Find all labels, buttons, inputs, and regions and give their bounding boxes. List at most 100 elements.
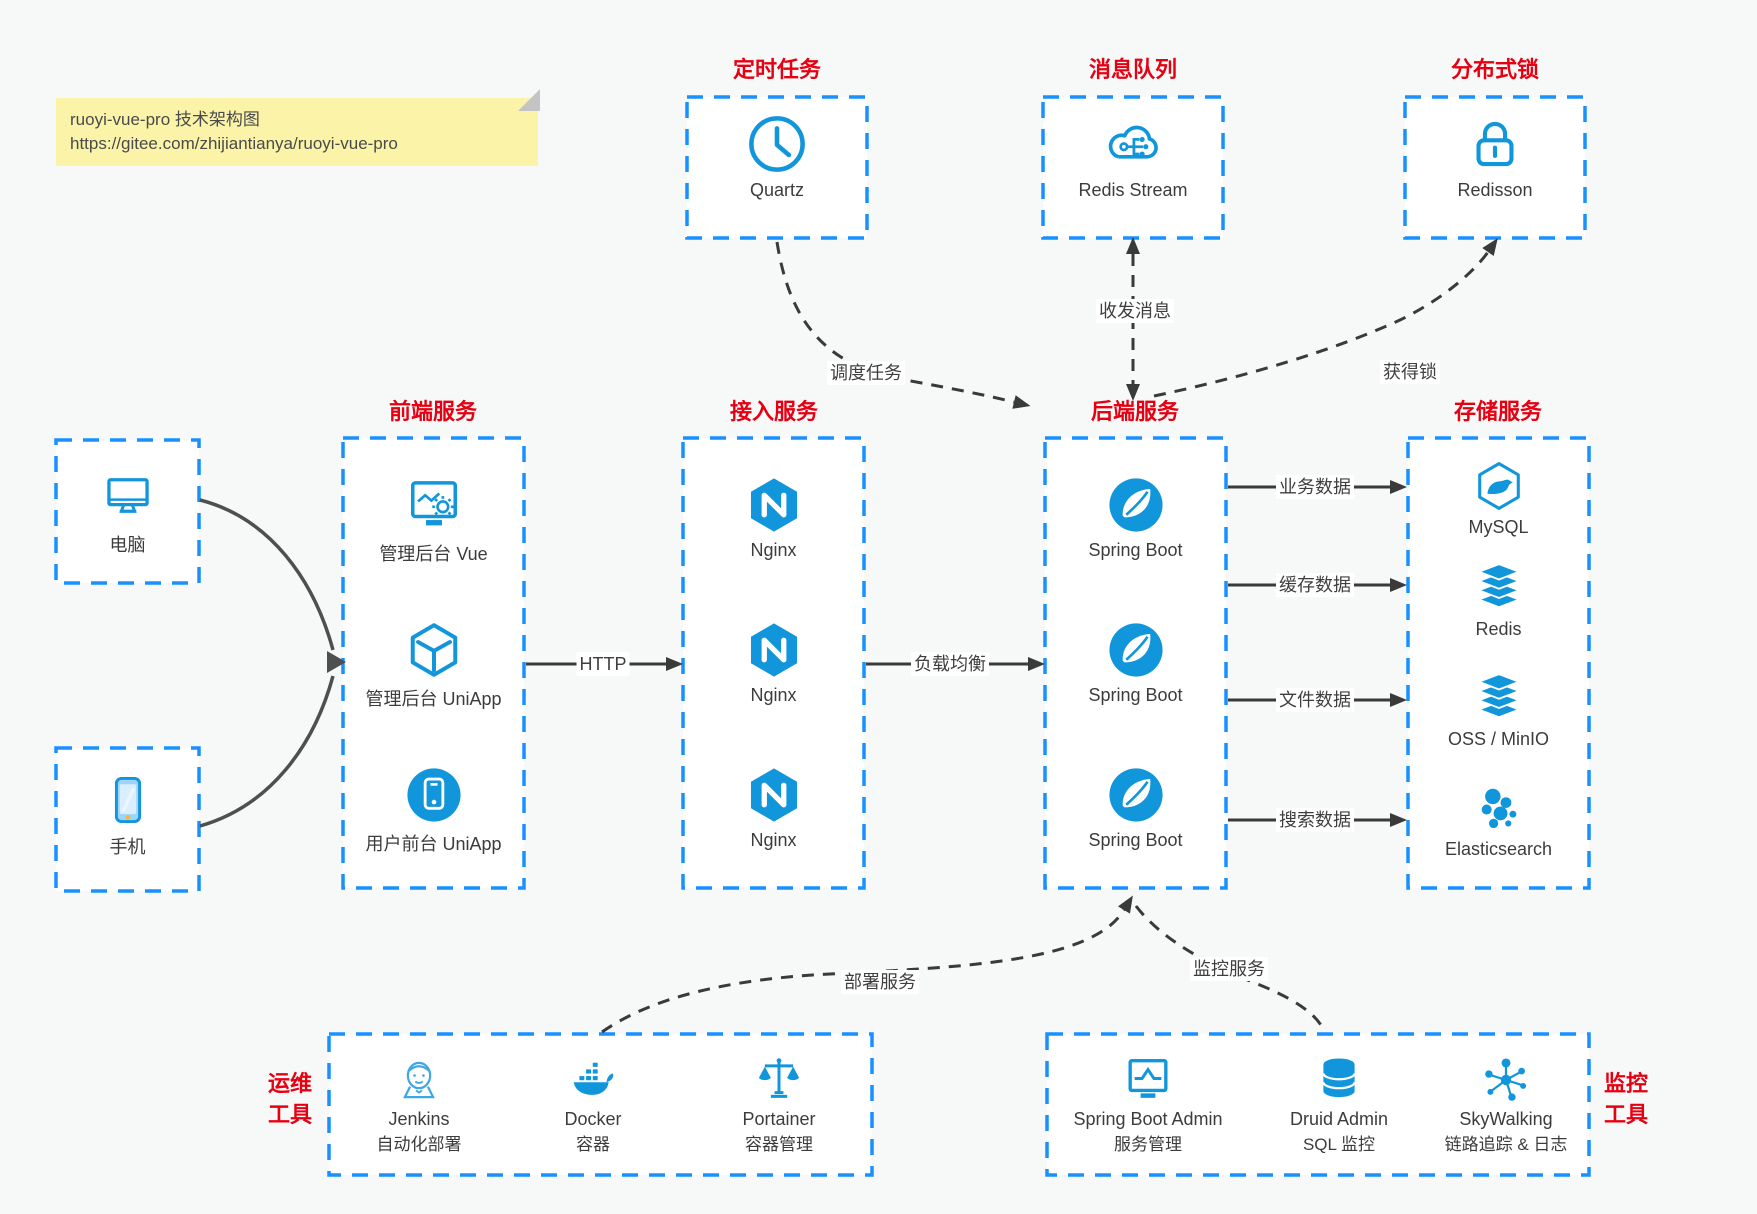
redis-node: Redis (1408, 561, 1589, 640)
spring-boot-node: Spring Boot (1045, 474, 1226, 561)
title-distributed-lock: 分布式锁 (1450, 57, 1540, 82)
pc-client-node: 电脑 (56, 469, 199, 557)
jenkins-icon (403, 1061, 435, 1099)
title-backend-service: 后端服务 (1090, 399, 1180, 424)
node-label: Spring Boot (1088, 540, 1183, 560)
quartz-node: Quartz (687, 112, 867, 201)
clock-icon (749, 116, 805, 172)
layer-stack-icon (1477, 673, 1520, 719)
node-label: Spring Boot (1088, 830, 1183, 850)
node-label: Nginx (750, 685, 797, 705)
mobile-circle-icon (406, 768, 461, 822)
edge-label-search-data: 搜索数据 (1276, 808, 1354, 832)
mysql-node: MySQL (1408, 459, 1589, 538)
redisson-node: Redisson (1405, 112, 1585, 201)
edge-label-deploy: 部署服务 (841, 970, 919, 994)
node-label: 管理后台 Vue (379, 544, 488, 564)
acquire-lock-arrow (1153, 238, 1498, 398)
cube-icon (410, 623, 457, 677)
redis-stream-node: Redis Stream (1043, 112, 1223, 201)
node-label: Redis (1475, 619, 1522, 639)
node-label: MySQL (1468, 517, 1529, 537)
scales-icon (758, 1058, 800, 1098)
spring-boot-node: Spring Boot (1045, 619, 1226, 706)
schedule-task-arrow (775, 241, 1031, 409)
layer-stack-icon (1477, 563, 1520, 609)
node-label: Elasticsearch (1444, 839, 1553, 859)
edge-label-cache-data: 缓存数据 (1276, 573, 1354, 597)
desktop-icon (106, 478, 149, 513)
nginx-icon (750, 623, 797, 677)
tool-sub: 容器 (576, 1135, 610, 1154)
deploy-service-arrow (601, 895, 1133, 1034)
tool-name: Docker (564, 1109, 622, 1129)
admin-chart-icon (1128, 1059, 1168, 1098)
spring-boot-node: Spring Boot (1045, 764, 1226, 851)
nginx-icon (750, 478, 797, 532)
tool-name: Spring Boot Admin (1073, 1109, 1223, 1129)
user-uniapp-node: 用户前台 UniApp (343, 764, 524, 856)
tool-sub: 自动化部署 (376, 1135, 462, 1154)
edge-label-file-data: 文件数据 (1276, 688, 1354, 712)
phone-client-node: 手机 (56, 771, 199, 859)
message-queue-box (1041, 95, 1225, 240)
monitor-tools-side-label: 监控 工具 (1604, 1071, 1649, 1127)
docker-node: Docker 容器 (498, 1054, 688, 1155)
ops-tools-side-label: 运维 工具 (267, 1071, 312, 1127)
edge-label-load-balance: 负载均衡 (911, 652, 989, 676)
tool-sub: 链路追踪 & 日志 (1444, 1135, 1568, 1154)
monitor-tools-box (1045, 1032, 1591, 1177)
note-title: ruoyi-vue-pro 技术架构图 (70, 110, 260, 129)
edge-label-schedule: 调度任务 (827, 361, 905, 385)
portainer-node: Portainer 容器管理 (684, 1054, 874, 1155)
admin-uniapp-node: 管理后台 UniApp (343, 619, 524, 711)
node-label: Redisson (1457, 180, 1533, 200)
edge-label-business-data: 业务数据 (1276, 475, 1354, 499)
jenkins-node: Jenkins 自动化部署 (324, 1054, 514, 1155)
sticky-note: ruoyi-vue-pro 技术架构图 https://gitee.com/zh… (56, 89, 540, 166)
node-label: 用户前台 UniApp (365, 834, 502, 854)
node-graph-icon (1485, 1058, 1527, 1101)
node-label: 管理后台 UniApp (365, 689, 502, 709)
tool-name: SkyWalking (1459, 1109, 1553, 1129)
mysql-icon (1477, 462, 1520, 510)
database-icon (1322, 1058, 1356, 1098)
edge-label-monitor: 监控服务 (1190, 957, 1268, 981)
client-arrows (199, 498, 335, 828)
druid-admin-node: Druid Admin SQL 监控 (1244, 1054, 1434, 1155)
oss-minio-node: OSS / MinIO (1408, 671, 1589, 750)
tool-name: Jenkins (388, 1109, 450, 1129)
nginx-node: Nginx (683, 619, 864, 706)
elasticsearch-node: Elasticsearch (1408, 781, 1589, 860)
cloud-stream-icon (1108, 125, 1158, 159)
edge-label-lock: 获得锁 (1380, 360, 1440, 384)
spring-boot-icon (1108, 768, 1163, 822)
title-message-queue: 消息队列 (1088, 57, 1178, 82)
node-label: Nginx (750, 540, 797, 560)
tool-name: Druid Admin (1289, 1109, 1389, 1129)
node-label: 电脑 (109, 535, 146, 555)
title-storage-service: 存储服务 (1453, 399, 1543, 424)
node-label: 手机 (109, 837, 146, 857)
tool-sub: SQL 监控 (1302, 1135, 1376, 1154)
phone-box (54, 746, 201, 893)
edge-label-http: HTTP (576, 652, 630, 676)
tool-sub: 容器管理 (745, 1135, 813, 1154)
lock-icon (1476, 121, 1514, 167)
docker-whale-icon (573, 1061, 614, 1095)
admin-vue-node: 管理后台 Vue (343, 474, 524, 566)
elasticsearch-icon (1481, 788, 1516, 829)
title-scheduled-task: 定时任务 (732, 57, 822, 82)
distributed-lock-box (1403, 95, 1587, 240)
nginx-icon (750, 768, 797, 822)
edge-label-message: 收发消息 (1096, 299, 1174, 323)
skywalking-node: SkyWalking 链路追踪 & 日志 (1396, 1054, 1616, 1155)
note-url: https://gitee.com/zhijiantianya/ruoyi-vu… (70, 134, 398, 153)
spring-boot-icon (1108, 478, 1163, 532)
node-label: Spring Boot (1088, 685, 1183, 705)
title-frontend-service: 前端服务 (388, 399, 478, 424)
nginx-node: Nginx (683, 474, 864, 561)
node-label: Redis Stream (1078, 180, 1188, 200)
tool-sub: 服务管理 (1114, 1135, 1182, 1154)
